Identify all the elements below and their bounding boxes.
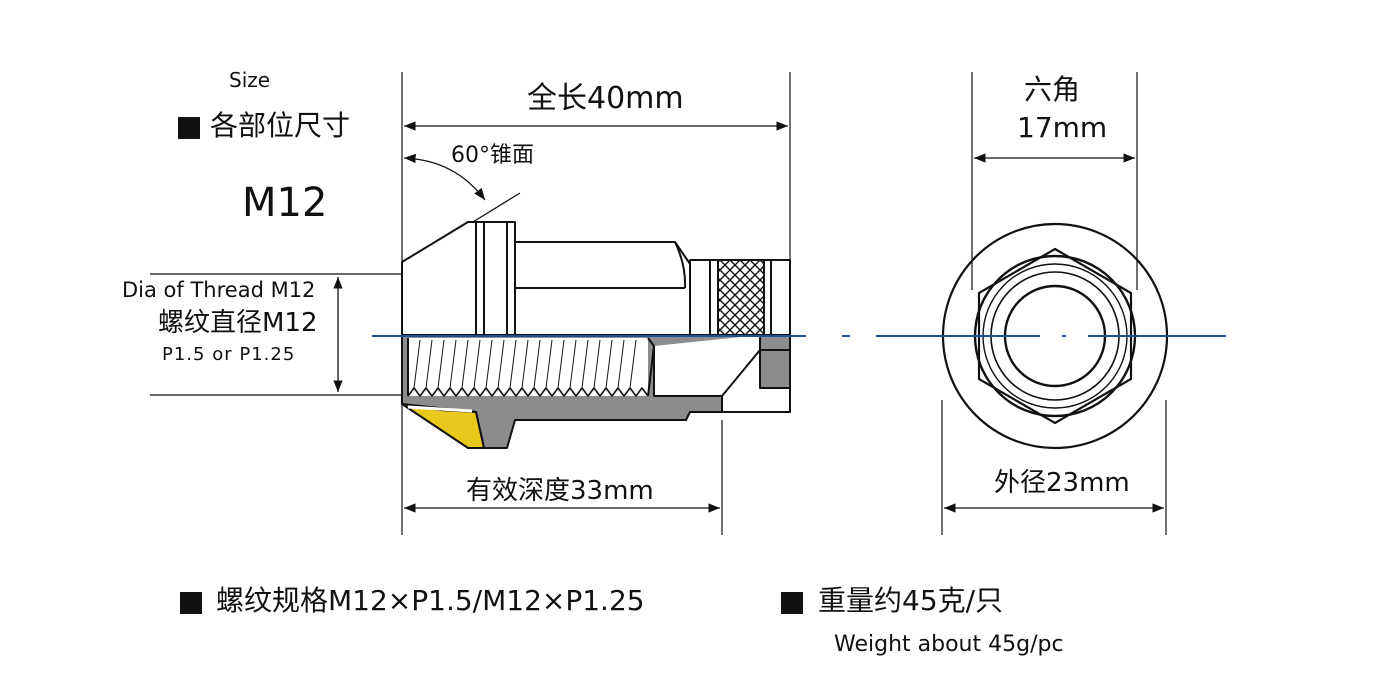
square-bullet-icon [178, 117, 200, 139]
square-bullet-icon [180, 592, 202, 614]
hex-size-label: 17mm [1017, 111, 1108, 144]
thread-pitch: P1.5 or P1.25 [162, 344, 296, 365]
lug-nut-side-upper [401, 221, 791, 336]
extension-lines-front [941, 72, 1167, 535]
weight-zh-label: 重量约45克/只 [818, 584, 1004, 617]
total-length-label: 全长40mm [527, 81, 684, 116]
hex-label: 六角 [1024, 73, 1081, 106]
model-label: M12 [242, 180, 328, 226]
dimension-lines [333, 121, 1164, 513]
thread-spec-label: 螺纹规格M12×P1.5/M12×P1.25 [216, 584, 645, 617]
cone-angle-label: 60°锥面 [451, 143, 534, 168]
square-bullet-icon [781, 592, 803, 614]
outer-dia-label: 外径23mm [994, 468, 1130, 498]
size-label-en: Size [229, 68, 271, 92]
lug-nut-side-section [401, 334, 791, 449]
weight-en-label: Weight about 45g/pc [834, 632, 1064, 657]
thread-dia-en: Dia of Thread M12 [122, 278, 316, 302]
size-label-zh: 各部位尺寸 [210, 109, 351, 142]
thread-dia-zh: 螺纹直径M12 [158, 308, 318, 338]
effective-depth-label: 有效深度33mm [466, 476, 654, 506]
